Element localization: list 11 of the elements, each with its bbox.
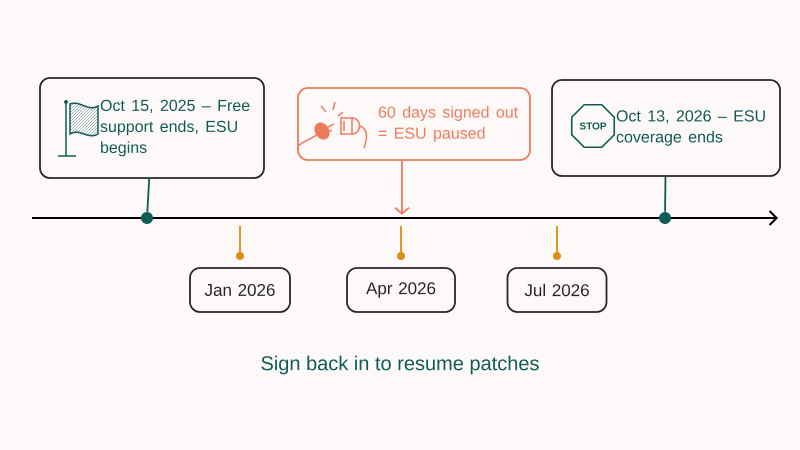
connector [394, 160, 410, 215]
timeline-dot [141, 212, 153, 224]
event-box: 60 days signed out = ESU paused [297, 87, 531, 161]
timeline-dot [659, 212, 671, 224]
connector [664, 176, 666, 212]
month-box: Jul 2026 [506, 267, 608, 313]
caption: Sign back in to resume patches [261, 356, 539, 374]
month-box: Apr 2026 [346, 267, 456, 313]
month-box: Jan 2026 [189, 267, 291, 313]
event-box: Oct 15, 2025 – Free support ends, ESU begins [39, 77, 265, 179]
connector [146, 178, 150, 212]
